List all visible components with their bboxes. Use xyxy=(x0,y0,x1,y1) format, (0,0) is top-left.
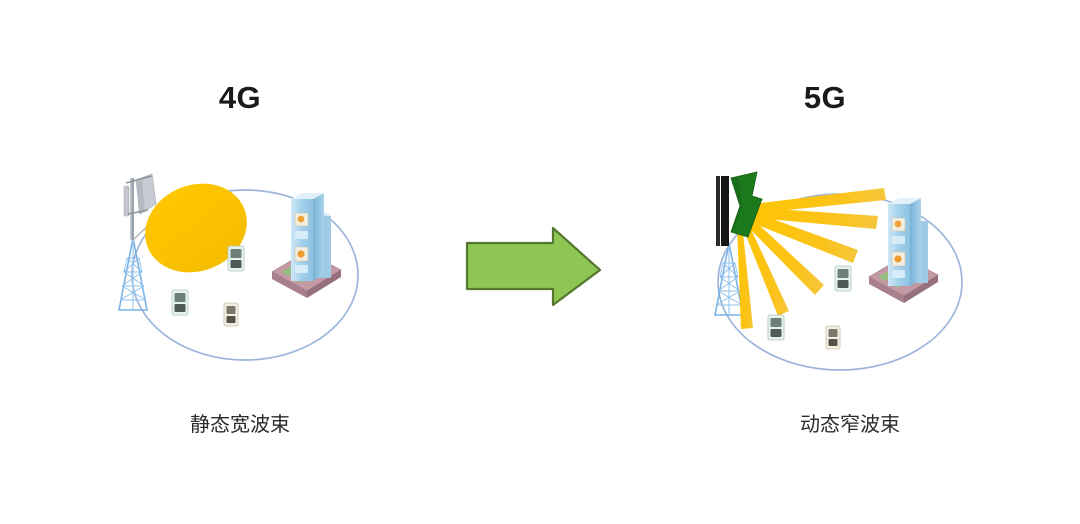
title-4g: 4G xyxy=(218,80,262,115)
mobile-device-icon xyxy=(834,265,852,292)
right-arrow-icon xyxy=(465,226,602,307)
massive-mimo-antenna-icon xyxy=(716,171,763,246)
mobile-device-icon xyxy=(767,314,785,341)
beam-ray xyxy=(741,212,789,316)
beam-ray xyxy=(745,207,878,229)
building-4g xyxy=(271,193,342,298)
mobile-device-icon xyxy=(223,302,239,327)
building-5g xyxy=(868,198,939,303)
beam-ray xyxy=(737,213,753,329)
beam-ray xyxy=(743,211,824,295)
title-5g: 5G xyxy=(803,80,847,115)
narrow-beams-5g xyxy=(737,188,886,329)
cell-tower-icon-4g xyxy=(118,173,157,311)
coverage-ellipse-4g xyxy=(131,189,359,361)
mobile-device-icon xyxy=(227,245,245,272)
mobile-device-icon xyxy=(171,289,189,316)
caption-4g: 静态宽波束 xyxy=(190,412,290,436)
wide-beam-4g xyxy=(145,183,247,273)
mobile-device-icon xyxy=(825,325,841,350)
caption-5g: 动态窄波束 xyxy=(800,412,900,436)
beam-ray xyxy=(745,188,886,214)
coverage-ellipse-5g xyxy=(717,193,963,371)
beam-ray xyxy=(745,209,858,263)
cell-tower-icon-5g xyxy=(714,242,744,316)
